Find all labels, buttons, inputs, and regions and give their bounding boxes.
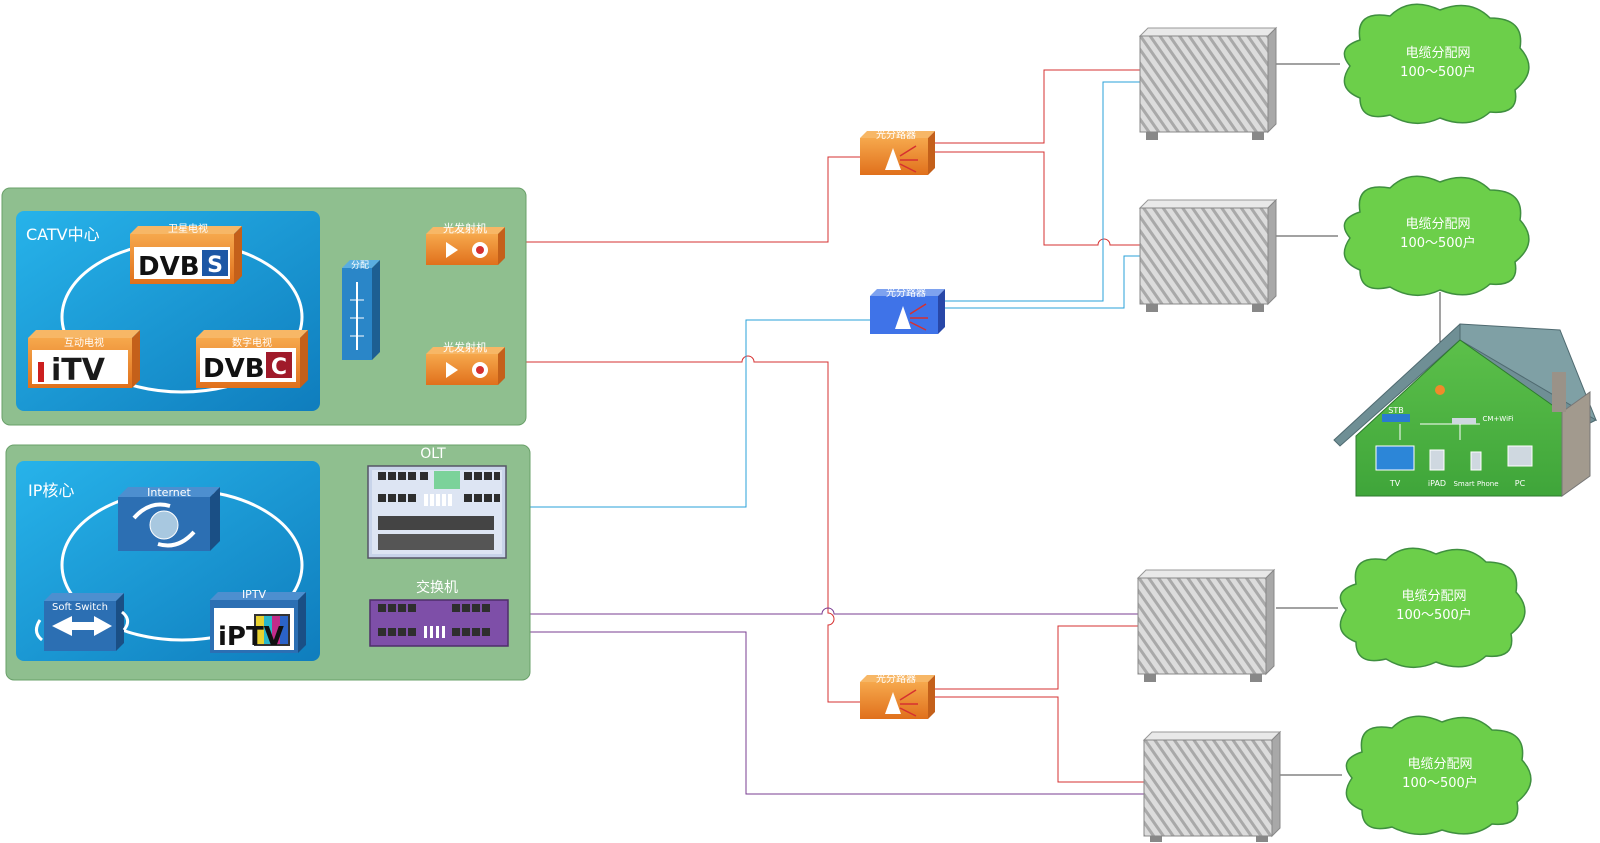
stb-box: [1382, 414, 1410, 422]
stb-label: STB: [1388, 406, 1403, 415]
fiber-blue-line-1: [505, 319, 872, 508]
optical-transmitter-1: 光发射机: [426, 221, 505, 265]
fiber-red-line-2: [935, 69, 1140, 144]
switch-label: 交换机: [416, 579, 458, 596]
cloud-3-households: 100～500户: [1396, 607, 1472, 623]
cloud-2-households: 100～500户: [1400, 235, 1476, 251]
dvbc-logo-suffix: C: [271, 355, 287, 380]
fiber-red-line-3: [935, 151, 1140, 246]
fiber-red-line-6: [935, 696, 1144, 783]
ip-panel: IP核心 Internet Soft Switch IPTV: [5, 444, 531, 681]
device-ipad-label: iPAD: [1428, 479, 1446, 488]
cloud-1-households: 100～500户: [1400, 64, 1476, 80]
ethernet-purple-line-1: [508, 607, 1138, 615]
cloud-4-households: 100～500户: [1402, 775, 1478, 791]
iptv-logo: iPTV: [218, 622, 284, 652]
softswitch-node: Soft Switch: [35, 593, 129, 651]
cloud-1-name: 电缆分配网: [1405, 45, 1470, 61]
dvbc-logo: DVB: [203, 354, 265, 384]
house-chimney: [1552, 372, 1566, 412]
olt-label: OLT: [420, 446, 446, 462]
splitter-top-label: 光分路器: [876, 128, 916, 141]
catv-title: CATV中心: [26, 225, 100, 244]
ethernet-purple-line-2: [508, 631, 1144, 795]
internet-node: Internet: [118, 486, 220, 551]
fiber-red-line-4: [505, 355, 862, 703]
catv-panel: CATV中心 卫星电视 DVB S 互动电视 iTV: [1, 187, 527, 426]
olt-device: OLT: [367, 446, 507, 559]
ethernet-switch: 交换机: [369, 579, 509, 647]
ip-title: IP核心: [28, 481, 74, 500]
softswitch-label: Soft Switch: [52, 602, 108, 613]
optical-splitter-top: 光分路器: [860, 128, 935, 175]
satellite-tv-label: 卫星电视: [168, 222, 208, 235]
cloud-3-name: 电缆分配网: [1401, 588, 1466, 604]
cable-network-cloud-3: 电缆分配网 100～500户: [1339, 547, 1526, 668]
cable-network-cloud-1: 电缆分配网 100～500户: [1343, 3, 1530, 124]
optical-node-4: [1142, 730, 1282, 842]
optical-splitter-middle: 光分路器: [870, 286, 945, 334]
dvbs-logo: DVB: [138, 252, 200, 282]
optical-node-1: [1138, 26, 1278, 140]
internet-label: Internet: [147, 486, 191, 499]
house-wall-side: [1561, 391, 1591, 497]
digital-tv-label: 数字电视: [232, 336, 272, 349]
fiber-blue-line-3: [945, 255, 1140, 309]
cloud-4-name: 电缆分配网: [1407, 756, 1472, 772]
cable-network-cloud-4: 电缆分配网 100～500户: [1345, 715, 1532, 836]
iptv-label: IPTV: [242, 588, 267, 601]
rf-distributor-label: 分配: [351, 260, 369, 271]
rf-distributor: 分配: [342, 260, 380, 360]
tv-icon: [1375, 445, 1415, 471]
softswitch-arrows-icon: [52, 616, 112, 636]
pc-icon: [1507, 445, 1533, 467]
cable-network-cloud-2: 电缆分配网 100～500户: [1343, 175, 1530, 296]
globe-icon: [149, 510, 179, 540]
optical-node-2: [1138, 198, 1278, 312]
satellite-tv-box: 卫星电视 DVB S: [130, 222, 242, 284]
home-network-house: STB CM+WiFi TV iPAD Smart Phone PC: [1333, 323, 1598, 497]
smartphone-icon: [1470, 451, 1482, 471]
fiber-blue-line-2: [945, 81, 1140, 302]
transmitter-1-label: 光发射机: [443, 221, 487, 235]
device-phone-label: Smart Phone: [1453, 480, 1498, 488]
dvbs-logo-suffix: S: [207, 253, 223, 278]
ipad-icon: [1429, 449, 1445, 471]
device-pc-label: PC: [1515, 479, 1526, 488]
cm-wifi-router: [1452, 418, 1476, 424]
fiber-red-line-5: [935, 625, 1138, 690]
itv-logo: iTV: [51, 353, 106, 388]
iptv-node: IPTV iPTV: [210, 588, 306, 653]
splitter-middle-label: 光分路器: [886, 286, 926, 299]
optical-node-3: [1136, 568, 1276, 682]
device-tv-label: TV: [1389, 479, 1401, 488]
digital-tv-box: 数字电视 DVB C: [196, 330, 308, 388]
optical-transmitter-2: 光发射机: [426, 340, 505, 385]
optical-splitter-bottom: 光分路器: [860, 672, 935, 719]
cm-wifi-label: CM+WiFi: [1483, 415, 1514, 423]
transmitter-2-label: 光发射机: [443, 340, 487, 354]
fiber-red-line-1: [498, 156, 862, 243]
cloud-2-name: 电缆分配网: [1405, 216, 1470, 232]
interactive-tv-label: 互动电视: [64, 336, 104, 349]
interactive-tv-box: 互动电视 iTV: [28, 330, 140, 388]
splitter-bottom-label: 光分路器: [876, 672, 916, 685]
